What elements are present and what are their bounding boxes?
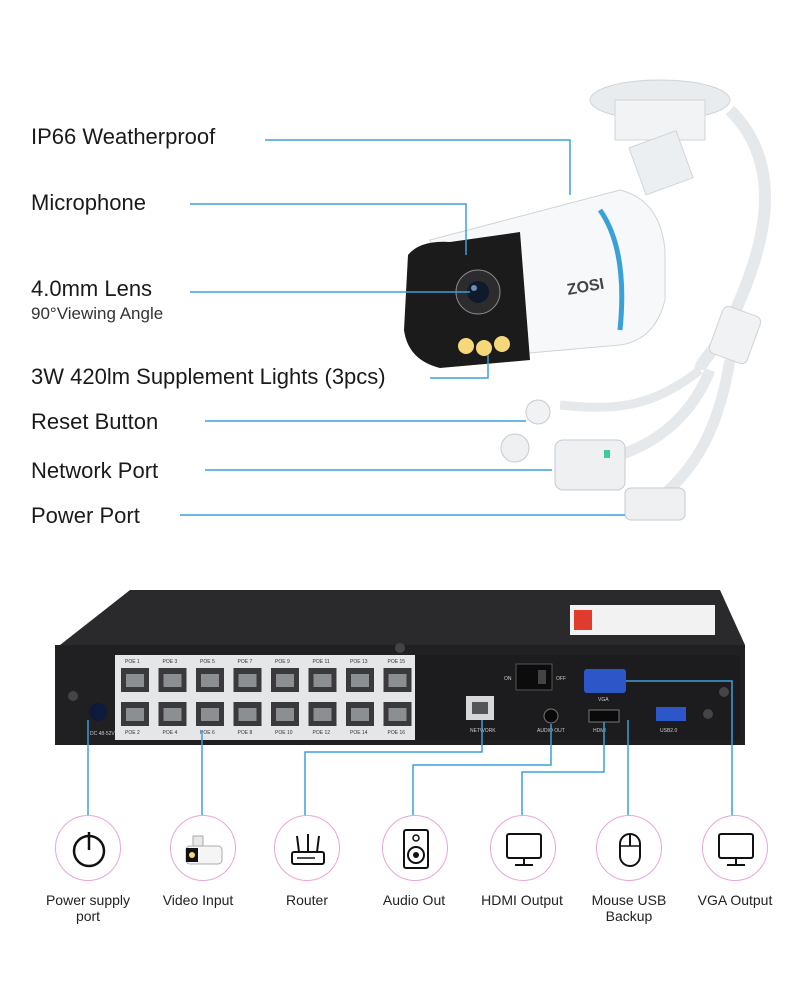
poe-port-socket — [126, 674, 144, 687]
poe-port-label: POE 4 — [163, 730, 178, 736]
poe-port-label: POE 7 — [238, 659, 253, 665]
poe-port-label: POE 15 — [388, 659, 406, 665]
usb-port-label: USB2.0 — [660, 728, 677, 734]
port-label-mouse-usb: Mouse USB Backup — [591, 892, 667, 924]
feature-lens-angle: 90°Viewing Angle — [31, 304, 164, 323]
network-port-label: NETWORK — [470, 728, 496, 734]
poe-port-label: POE 8 — [238, 730, 253, 736]
port-label-audio-out: Audio Out — [382, 892, 446, 908]
poe-port-socket — [201, 674, 219, 687]
poe-port-socket — [163, 674, 182, 687]
feature-lights: 3W 420lm Supplement Lights (3pcs) — [31, 364, 386, 389]
mouse-icon — [596, 815, 662, 881]
vga-port-label: VGA — [598, 697, 609, 703]
feature-network-port: Network Port — [31, 458, 159, 483]
camera-illustration: ZOSI — [180, 79, 771, 521]
feature-power-port: Power Port — [31, 503, 140, 528]
poe-port-label: POE 6 — [200, 730, 215, 736]
poe-port-label: POE 16 — [388, 730, 406, 736]
poe-port-socket — [201, 708, 219, 721]
feature-microphone: Microphone — [31, 190, 146, 215]
poe-port-socket — [351, 708, 369, 721]
poe-port-socket — [126, 708, 144, 721]
poe-port-socket — [276, 674, 294, 687]
switch-off-label: OFF — [556, 676, 566, 682]
poe-port-label: POE 12 — [313, 730, 331, 736]
poe-port-label: POE 3 — [163, 659, 178, 665]
poe-port-socket — [276, 708, 294, 721]
port-label-router: Router — [285, 892, 329, 908]
poe-port-socket — [313, 674, 332, 687]
poe-port-label: POE 14 — [350, 730, 368, 736]
poe-port-socket — [351, 674, 369, 687]
poe-port-label: POE 2 — [125, 730, 140, 736]
router-icon — [274, 815, 340, 881]
port-label-hdmi: HDMI Output — [481, 892, 563, 908]
port-label-power: Power supply port — [45, 892, 131, 924]
power-icon — [55, 815, 121, 881]
feature-weatherproof: IP66 Weatherproof — [31, 124, 216, 149]
speaker-icon — [382, 815, 448, 881]
power-jack-label: DC 48-52V — [90, 731, 115, 737]
poe-port-label: POE 13 — [350, 659, 368, 665]
poe-port-label: POE 5 — [200, 659, 215, 665]
port-label-vga: VGA Output — [697, 892, 773, 908]
switch-on-label: ON — [504, 676, 512, 682]
poe-port-label: POE 10 — [275, 730, 293, 736]
port-label-video-input: Video Input — [162, 892, 234, 908]
brand-logo: ZOSI — [566, 276, 606, 299]
poe-port-socket — [238, 708, 257, 721]
poe-port-socket — [313, 708, 332, 721]
poe-port-label: POE 9 — [275, 659, 290, 665]
poe-port-label: POE 11 — [313, 659, 330, 665]
hdmi-port-label: HDMI — [593, 728, 606, 734]
camera-icon — [170, 815, 236, 881]
feature-reset-button: Reset Button — [31, 409, 159, 434]
monitor-icon — [702, 815, 768, 881]
poe-port-socket — [388, 708, 407, 721]
poe-port-socket — [388, 674, 407, 687]
poe-port-socket — [238, 674, 257, 687]
feature-lens: 4.0mm Lens — [31, 276, 153, 301]
poe-port-socket — [163, 708, 182, 721]
poe-port-label: POE 1 — [125, 659, 140, 665]
monitor-icon — [490, 815, 556, 881]
